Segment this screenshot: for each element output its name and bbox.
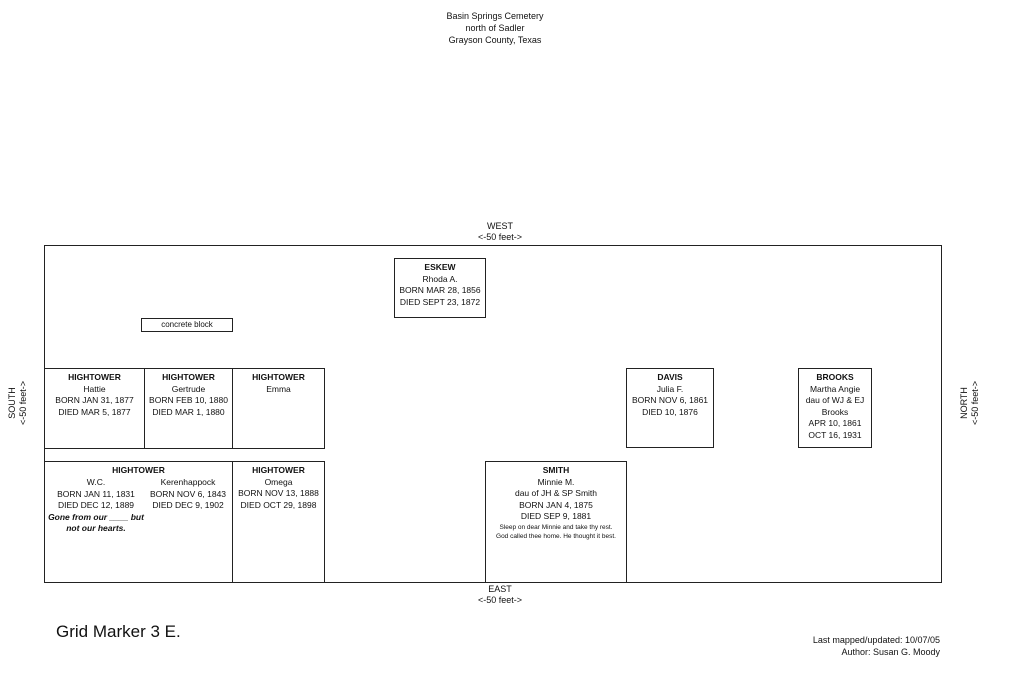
grave-line: Hattie [83,383,106,394]
cemetery-name: Basin Springs Cemetery [446,11,544,21]
grave-line: DIED DEC 12, 1889 [57,500,135,510]
grid-marker-label: Grid Marker 3 E. [56,622,181,641]
direction-west-scale: <-50 feet-> [477,232,523,242]
grave-surname: SMITH [542,465,570,475]
grave-surname: HIGHTOWER [162,372,215,382]
grave-davis: DAVIS Julia F. BORN NOV 6, 1861 DIED 10,… [626,368,714,448]
grave-hightower-gertrude: HIGHTOWER Gertrude BORN FEB 10, 1880 DIE… [144,368,233,449]
grave-epitaph: Sleep on dear Minnie and take thy rest. [499,523,613,531]
grave-surname: HIGHTOWER [68,372,121,382]
grave-line: DIED DEC 9, 1902 [152,500,224,510]
grave-line: BORN FEB 10, 1880 [149,395,228,405]
grave-line: DIED MAR 1, 1880 [152,406,225,417]
grave-line: DIED OCT 29, 1898 [240,499,317,510]
grave-line: OCT 16, 1931 [808,429,862,440]
cemetery-location: north of Sadler [465,23,525,33]
concrete-block: concrete block [141,318,233,332]
grave-hightower-emma: HIGHTOWER Emma [232,368,325,449]
grave-line: Kerenhappock [160,477,216,487]
cemetery-header: Basin Springs Cemetery north of Sadler G… [380,10,610,46]
grave-surname: BROOKS [816,372,854,382]
grave-surname: DAVIS [657,372,683,382]
grave-line: Martha Angie [809,383,861,394]
grave-kerenhappock-column: Kerenhappock BORN NOV 6, 1843 DIED DEC 9… [143,477,233,512]
grave-epitaph: God called thee home. He thought it best… [496,532,616,540]
grave-line: DIED SEP 9, 1881 [520,511,592,521]
grave-line: BORN NOV 6, 1861 [631,395,709,405]
grave-epitaph: Gone from our ____ but [48,511,144,522]
cemetery-county: Grayson County, Texas [448,35,542,45]
grave-surname: HIGHTOWER [252,465,305,475]
grave-line: Omega [264,476,293,487]
grave-line: Brooks [821,406,849,417]
grave-line: BORN NOV 13, 1888 [238,488,319,498]
direction-south-label: SOUTH [7,387,17,419]
direction-west: WEST <-50 feet-> [445,221,555,243]
direction-east-scale: <-50 feet-> [477,595,523,605]
grave-line: dau of JH & SP Smith [514,488,598,498]
grave-line: BORN JAN 11, 1831 [57,488,135,499]
grave-surname: HIGHTOWER [252,372,305,382]
grave-line: DIED 10, 1876 [642,406,698,417]
grave-line: Rhoda A. [422,273,458,284]
grave-line: Gertrude [171,383,206,394]
grave-hightower-wc-kerenhappock: HIGHTOWER W.C. BORN JAN 11, 1831 DIED DE… [44,461,233,583]
grave-line: W.C. [86,477,106,487]
grave-hightower-hattie: HIGHTOWER Hattie BORN JAN 31, 1877 DIED … [44,368,145,449]
direction-south-scale: <-50 feet-> [18,380,28,426]
direction-east-label: EAST [488,584,512,594]
direction-north-label: NORTH [959,387,969,419]
grave-line: Emma [266,383,291,394]
direction-west-label: WEST [487,221,513,231]
grave-line: DIED MAR 5, 1877 [58,406,131,417]
direction-north-scale: <-50 feet-> [970,380,980,426]
grave-line: DIED SEPT 23, 1872 [399,296,481,307]
map-author: Author: Susan G. Moody [841,647,940,657]
grave-surname: HIGHTOWER [112,465,165,475]
grave-line: APR 10, 1861 [808,418,862,428]
grave-brooks: BROOKS Martha Angie dau of WJ & EJ Brook… [798,368,872,448]
grave-line: BORN NOV 6, 1843 [149,488,227,499]
grave-eskew: ESKEW Rhoda A. BORN MAR 28, 1856 DIED SE… [394,258,486,318]
direction-east: EAST <-50 feet-> [445,584,555,606]
grave-hightower-omega: HIGHTOWER Omega BORN NOV 13, 1888 DIED O… [232,461,325,583]
grave-line: BORN JAN 4, 1875 [519,499,593,510]
grave-line: BORN JAN 31, 1877 [55,395,134,405]
grave-smith: SMITH Minnie M. dau of JH & SP Smith BOR… [485,461,627,583]
grave-line: Minnie M. [537,476,575,487]
grave-line: BORN MAR 28, 1856 [399,285,481,295]
grave-line: Julia F. [656,383,684,394]
last-mapped-date: Last mapped/updated: 10/07/05 [812,635,940,645]
grave-surname: ESKEW [424,262,456,272]
direction-north: NORTH <-50 feet-> [959,363,981,443]
map-footer: Last mapped/updated: 10/07/05 Author: Su… [740,634,940,658]
grave-wc-column: W.C. BORN JAN 11, 1831 DIED DEC 12, 1889… [47,477,145,535]
grave-line: dau of WJ & EJ [805,395,865,405]
grave-epitaph: not our hearts. [66,523,126,533]
direction-south: SOUTH <-50 feet-> [7,363,29,443]
